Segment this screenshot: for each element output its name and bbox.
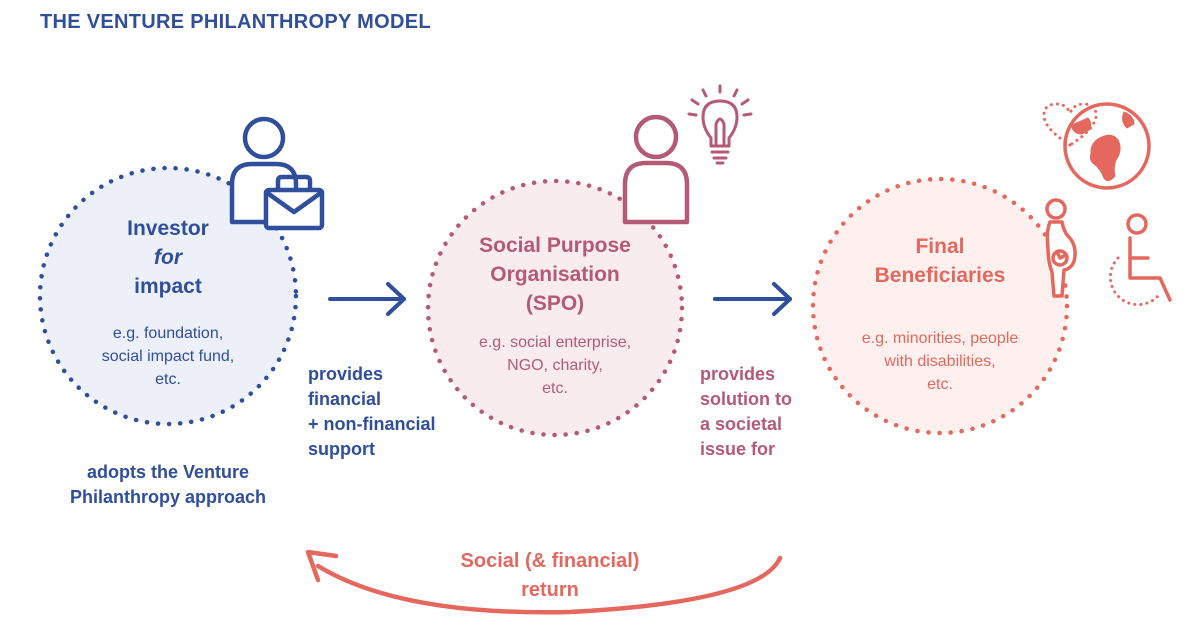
investor-example-line: etc.	[155, 371, 181, 388]
beneficiaries-title-line: Final	[915, 235, 965, 258]
arrow-spo-to-beneficiaries	[713, 282, 792, 316]
beneficiaries-examples: e.g. minorities, people with disabilitie…	[820, 327, 1060, 396]
link-line: provides	[700, 364, 776, 384]
return-label: Social (& financial) return	[420, 547, 680, 605]
briefcase-icon	[263, 174, 325, 231]
page-title: THE VENTURE PHILANTHROPY MODEL	[40, 11, 431, 33]
link-line: + non-financial	[308, 414, 436, 434]
spo-example-line: NGO, charity,	[507, 357, 603, 374]
beneficiaries-title-line: Beneficiaries	[874, 264, 1006, 287]
arrow-investor-to-spo	[328, 282, 406, 316]
link-line: solution to	[700, 389, 792, 409]
beneficiaries-circle	[810, 176, 1070, 436]
spo-title-line: (SPO)	[525, 292, 585, 315]
spo-beneficiaries-link-label: provides solution to a societal issue fo…	[700, 362, 830, 462]
spo-person-icon	[622, 114, 690, 225]
pregnant-woman-icon	[1045, 198, 1077, 298]
heart-icon	[1042, 102, 1098, 147]
investor-circle	[37, 165, 299, 427]
spo-circle	[425, 178, 685, 438]
investor-title-line: Investor	[127, 217, 209, 240]
approach-line: Philanthropy approach	[69, 487, 267, 507]
spo-example-line: e.g. social enterprise,	[478, 334, 632, 351]
return-label-line: return	[521, 579, 579, 601]
wheelchair-icon	[1108, 213, 1172, 307]
investor-title: Investor for impact	[68, 214, 268, 301]
link-line: a societal	[700, 414, 783, 434]
investor-example-line: e.g. foundation,	[112, 325, 224, 342]
beneficiaries-title: Final Beneficiaries	[830, 232, 1050, 290]
link-line: financial	[308, 389, 382, 409]
beneficiaries-example-line: etc.	[927, 376, 953, 393]
spo-title-line: Social Purpose	[479, 234, 631, 257]
approach-line: adopts the Venture	[86, 462, 250, 482]
investor-title-line: for	[154, 246, 182, 269]
return-arrow	[305, 549, 783, 615]
spo-title: Social Purpose Organisation (SPO)	[440, 231, 670, 318]
investor-title-line: impact	[134, 275, 202, 298]
link-line: provides	[308, 364, 384, 384]
return-label-line: Social (& financial)	[460, 550, 640, 572]
beneficiaries-example-line: e.g. minorities, people	[861, 330, 1019, 347]
spo-examples: e.g. social enterprise, NGO, charity, et…	[440, 331, 670, 400]
investor-spo-link-label: provides financial + non-financial suppo…	[308, 362, 488, 462]
investor-approach-note: adopts the Venture Philanthropy approach	[28, 460, 308, 510]
globe-icon	[1063, 102, 1151, 190]
beneficiaries-example-line: with disabilities,	[884, 353, 996, 370]
spo-example-line: etc.	[542, 380, 568, 397]
investor-example-line: social impact fund,	[101, 348, 235, 365]
spo-title-line: Organisation	[490, 263, 620, 286]
lightbulb-icon	[687, 84, 753, 165]
link-line: support	[308, 439, 375, 459]
link-line: issue for	[700, 439, 776, 459]
investor-examples: e.g. foundation, social impact fund, etc…	[58, 322, 278, 391]
